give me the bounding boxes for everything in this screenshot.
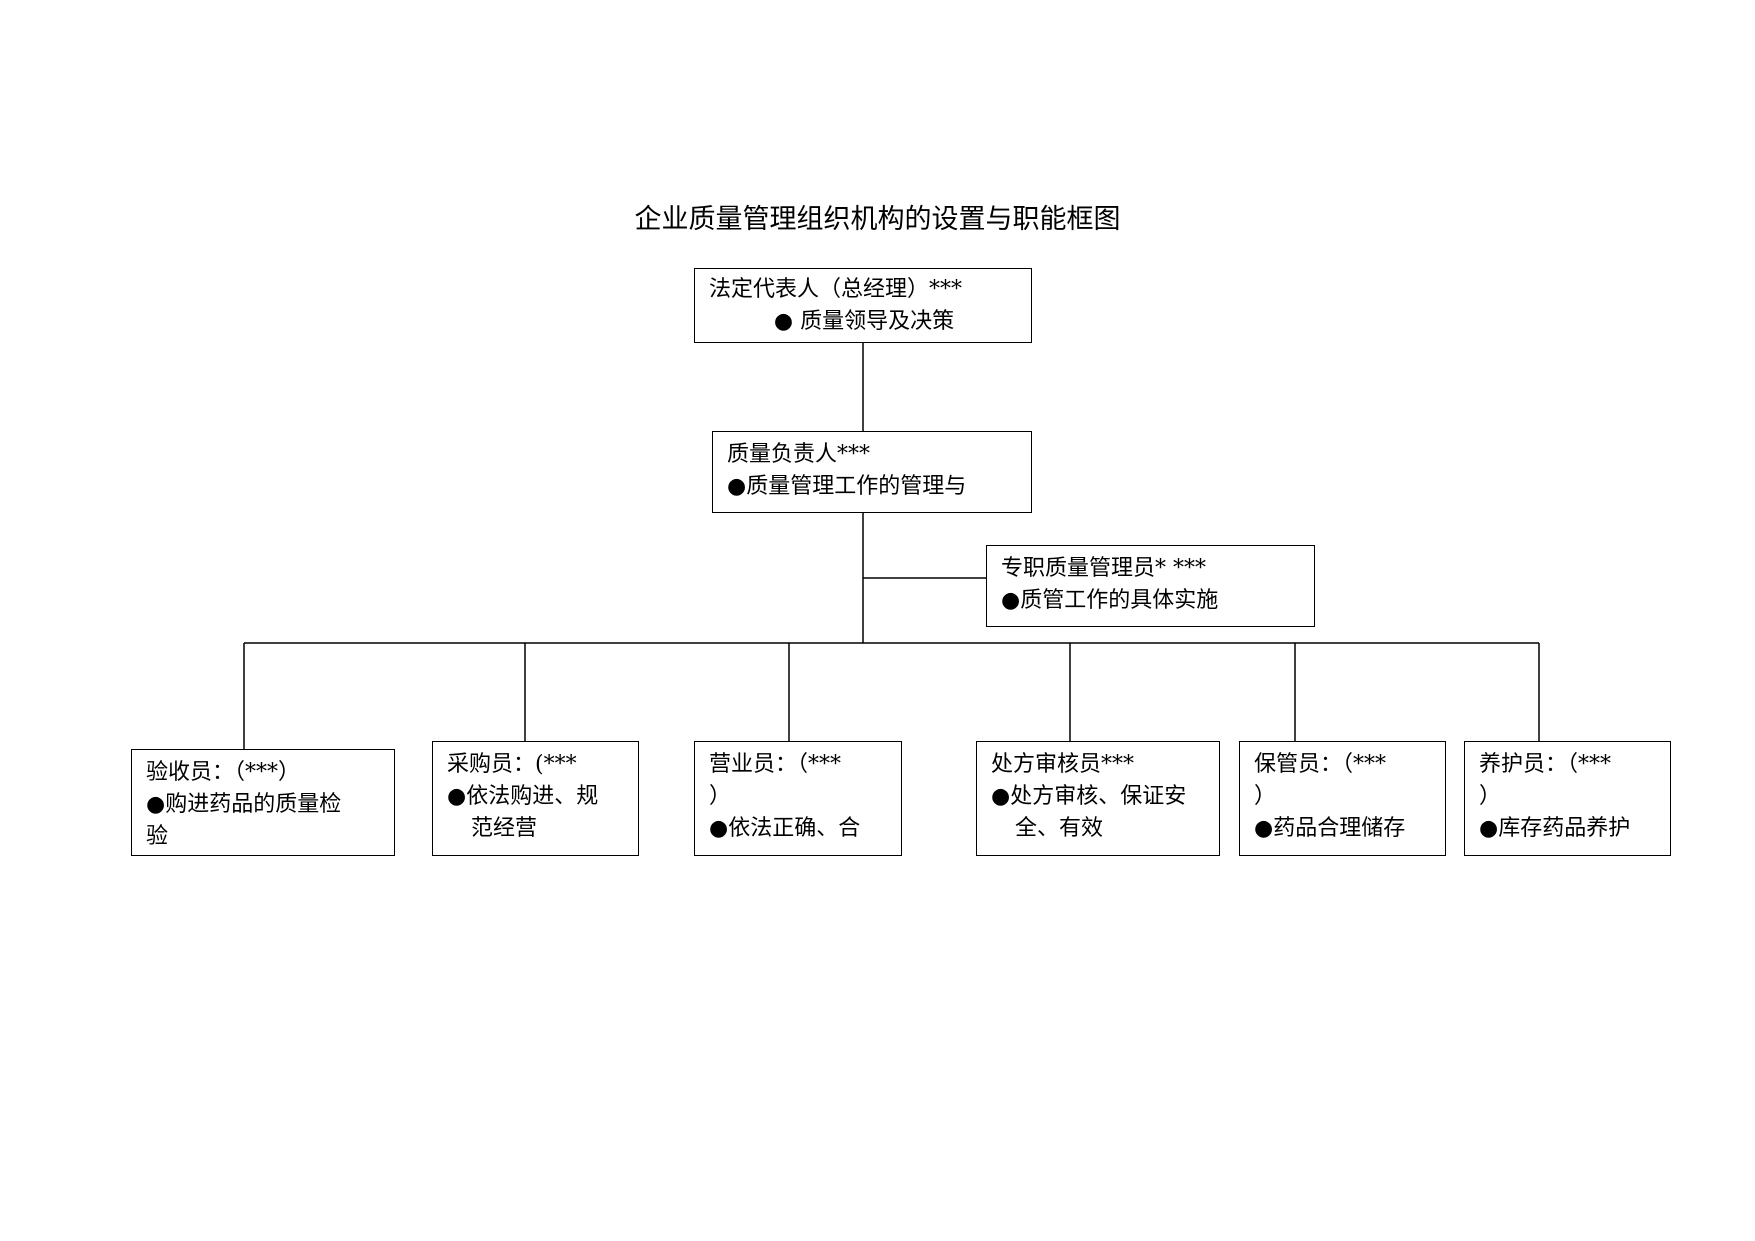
node-quality-head: 质量负责人*** ●质量管理工作的管理与 <box>712 431 1032 513</box>
node-label: 营业员：（*** <box>709 752 842 777</box>
node-function: ●依法正确、合 <box>709 816 861 841</box>
node-function: ●依法购进、规 <box>447 784 599 809</box>
node-function: ●处方审核、保证安 <box>991 784 1187 809</box>
node-label-cont: ） <box>1254 784 1277 809</box>
node-label: 质量负责人*** <box>727 442 871 467</box>
node-label-cont: ） <box>1479 784 1502 809</box>
node-function: ●购进药品的质量检 <box>146 792 342 817</box>
node-label: 采购员：(*** <box>447 752 577 777</box>
node-legal-representative: 法定代表人（总经理）*** ● 质量领导及决策 <box>694 268 1032 343</box>
node-label: 验收员：（***） <box>146 760 301 785</box>
node-label: 专职质量管理员* *** <box>1001 556 1206 581</box>
node-maintainer: 养护员：（*** ） ●库存药品养护 <box>1464 741 1671 856</box>
node-label: 法定代表人（总经理）*** <box>709 277 963 302</box>
node-sales: 营业员：（*** ） ●依法正确、合 <box>694 741 902 856</box>
node-function: ●质量管理工作的管理与 <box>727 474 967 499</box>
node-function-cont: 验 <box>146 824 169 849</box>
node-function-cont: 全、有效 <box>1015 816 1104 841</box>
node-quality-manager: 专职质量管理员* *** ●质管工作的具体实施 <box>986 545 1315 627</box>
node-purchaser: 采购员：(*** ●依法购进、规 范经营 <box>432 741 639 856</box>
node-label-cont: ） <box>709 784 732 809</box>
node-label: 养护员：（*** <box>1479 752 1612 777</box>
node-function: ●药品合理储存 <box>1254 816 1406 841</box>
node-label: 处方审核员*** <box>991 752 1135 777</box>
node-function: ●质管工作的具体实施 <box>1001 588 1219 613</box>
node-custodian: 保管员：（*** ） ●药品合理储存 <box>1239 741 1446 856</box>
node-function: ●库存药品养护 <box>1479 816 1631 841</box>
node-label: 保管员：（*** <box>1254 752 1387 777</box>
node-function: ● 质量领导及决策 <box>773 309 955 334</box>
node-function-cont: 范经营 <box>471 816 538 841</box>
node-prescription-reviewer: 处方审核员*** ●处方审核、保证安 全、有效 <box>976 741 1220 856</box>
diagram-title: 企业质量管理组织机构的设置与职能框图 <box>634 204 1121 235</box>
node-inspector: 验收员：（***） ●购进药品的质量检 验 <box>131 749 395 856</box>
